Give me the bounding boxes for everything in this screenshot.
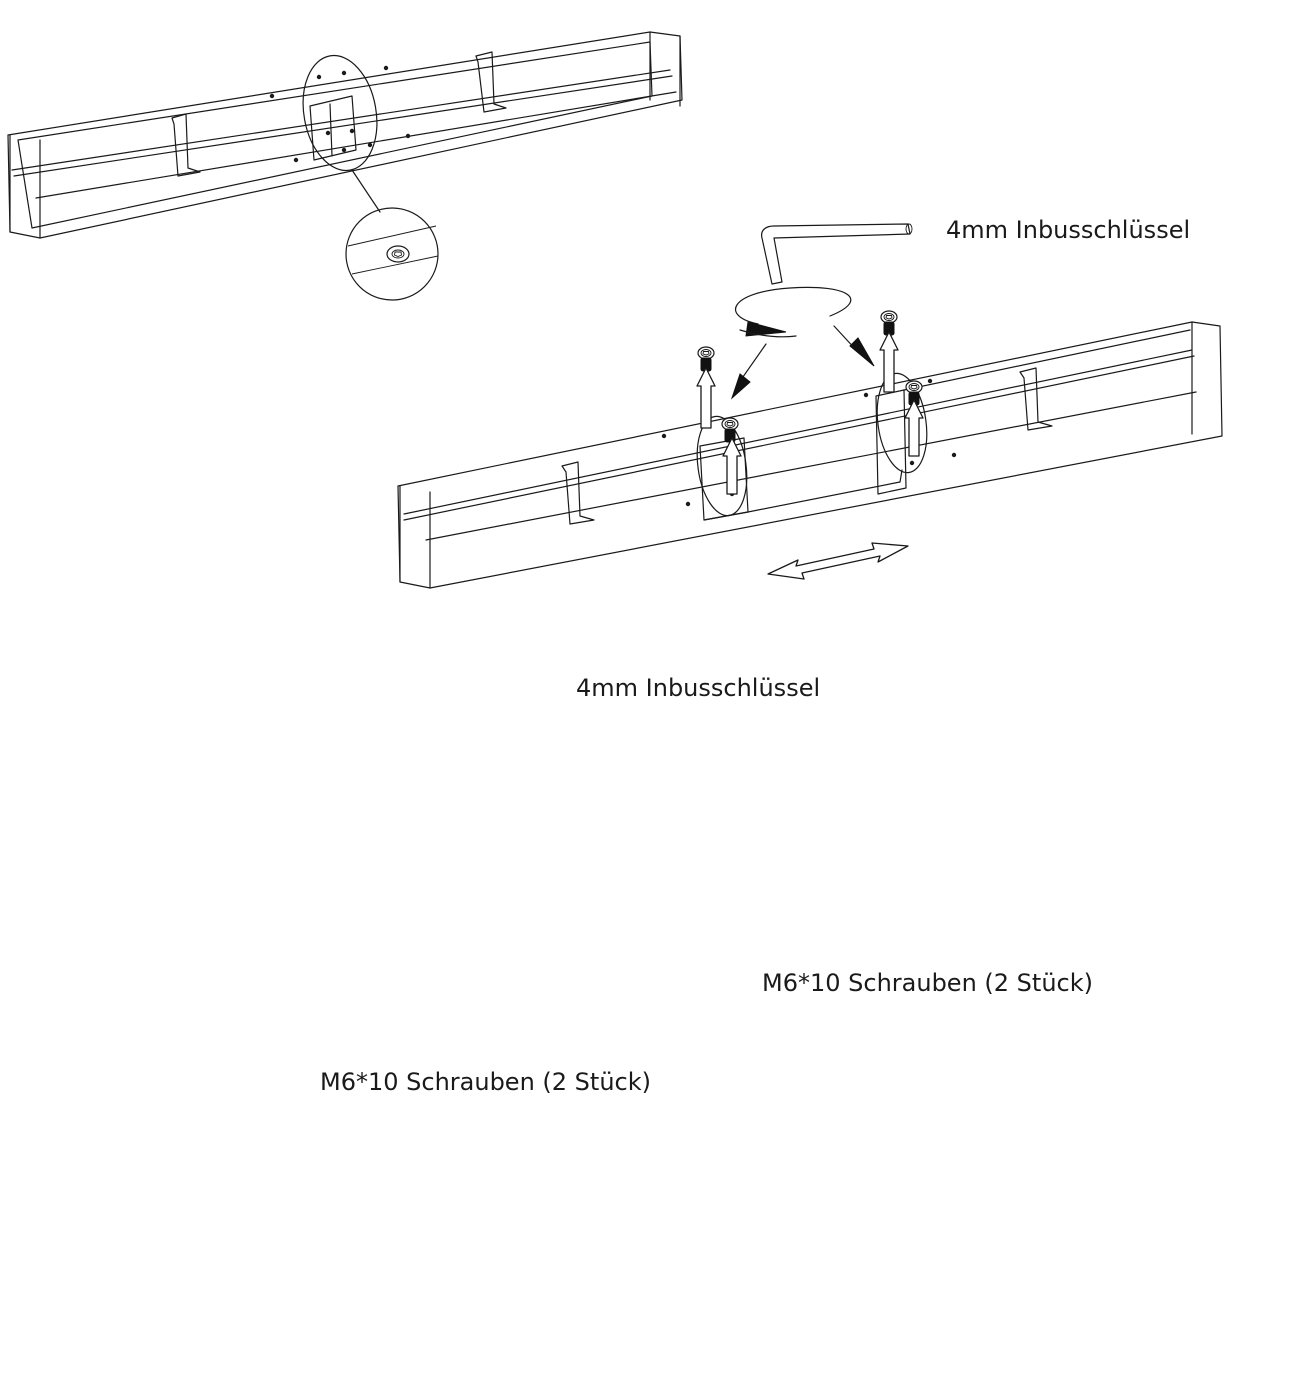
step2-tool-label: 4mm Inbusschlüssel	[946, 216, 1191, 244]
allen-key-step2	[730, 223, 913, 400]
frame-step2	[397, 310, 1223, 589]
frame-step1	[7, 31, 683, 301]
step3-screws-right-label: M6*10 Schrauben (2 Stück)	[762, 969, 1093, 997]
step3-screws-left-label: M6*10 Schrauben (2 Stück)	[320, 1068, 651, 1096]
step3-tool-label: 4mm Inbusschlüssel	[576, 674, 821, 702]
